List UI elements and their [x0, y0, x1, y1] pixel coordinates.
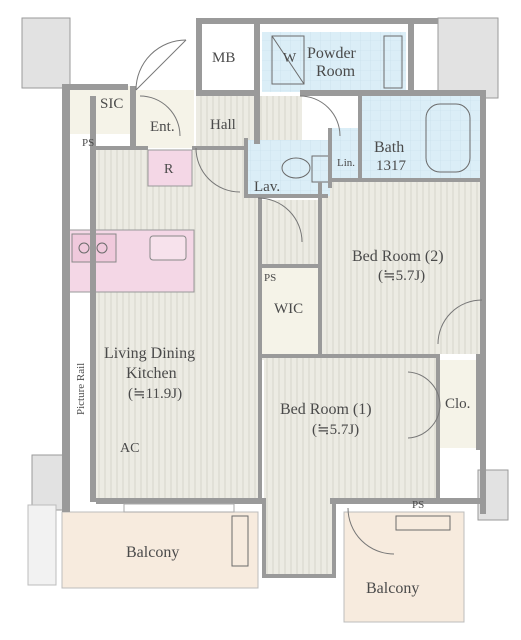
wic-floor — [262, 268, 318, 356]
bed-room-1-floor-ext — [266, 498, 332, 574]
bed-room-2-label: Bed Room (2) — [352, 248, 444, 265]
picture-rail-label: Picture Rail — [75, 363, 87, 415]
mb-label: MB — [212, 50, 235, 66]
entrance-label: Ent. — [150, 119, 175, 135]
hall-label: Hall — [210, 117, 236, 133]
walls — [62, 18, 486, 578]
sic-label: SIC — [100, 96, 123, 112]
powder-room-label-1: Powder — [307, 45, 357, 62]
ps-label-bottom: PS — [412, 499, 424, 511]
bed-room-1-area: (≒5.7J) — [312, 422, 359, 438]
closet-label: Clo. — [445, 396, 470, 412]
bath-label: Bath — [374, 139, 404, 156]
bath-size-label: 1317 — [376, 158, 407, 174]
ldk-label-1: Living Dining — [104, 345, 195, 362]
linen-floor — [332, 128, 362, 178]
bed-room-1-label: Bed Room (1) — [280, 401, 372, 418]
w-label: W — [283, 51, 297, 66]
kitchen-counter — [67, 229, 195, 293]
lavatory-floor — [248, 140, 330, 196]
bed-room-2-floor — [322, 182, 480, 354]
wic-label: WIC — [274, 301, 303, 317]
balcony-left-floor — [61, 511, 259, 589]
bath-floor — [362, 96, 480, 178]
sic-floor — [70, 86, 136, 134]
ldk-label-2: Kitchen — [126, 365, 177, 382]
refrigerator-box — [147, 149, 193, 187]
fixtures — [271, 35, 471, 183]
balcony-right-floor — [343, 511, 465, 623]
powder-room-floor — [262, 32, 406, 92]
doors — [123, 39, 483, 567]
lavatory-label: Lav. — [254, 179, 280, 195]
ac-label: AC — [120, 441, 139, 456]
floor-areas — [61, 32, 480, 623]
entrance-floor — [136, 90, 194, 148]
powder-room-label-2: Room — [316, 63, 356, 80]
bed-room-2-area: (≒5.7J) — [378, 268, 425, 284]
balcony-right-label: Balcony — [366, 580, 419, 597]
ldk-area: (≒11.9J) — [128, 386, 182, 402]
closet-floor — [440, 360, 476, 448]
balcony-left-label: Balcony — [126, 544, 179, 561]
linen-label: Lin. — [337, 157, 355, 169]
labels: MB W Powder Room SIC PS Ent. Hall Bath 1… — [75, 45, 470, 597]
ldk-floor — [96, 150, 262, 502]
ps-label-top: PS — [82, 137, 94, 149]
refrigerator-label: R — [164, 162, 174, 177]
ps-label-wic: PS — [264, 272, 276, 284]
bed-room-1-floor — [264, 358, 436, 500]
